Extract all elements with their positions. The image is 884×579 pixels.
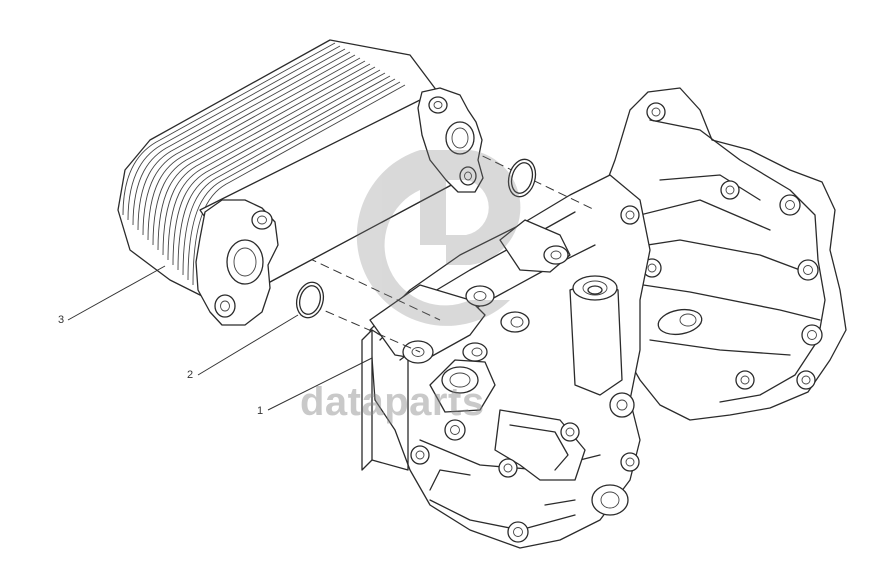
watermark-logo (356, 150, 521, 326)
watermark-text: dataparts (300, 380, 485, 424)
oil-cooler-housing (361, 87, 847, 549)
callout-label-3: 3 (58, 314, 65, 326)
callout-label-2: 2 (187, 369, 194, 381)
callout-label-1: 1 (257, 405, 264, 417)
o-ring-seal (295, 158, 537, 319)
callout-leaders (67, 265, 373, 411)
oil-cooler-core (117, 39, 484, 326)
